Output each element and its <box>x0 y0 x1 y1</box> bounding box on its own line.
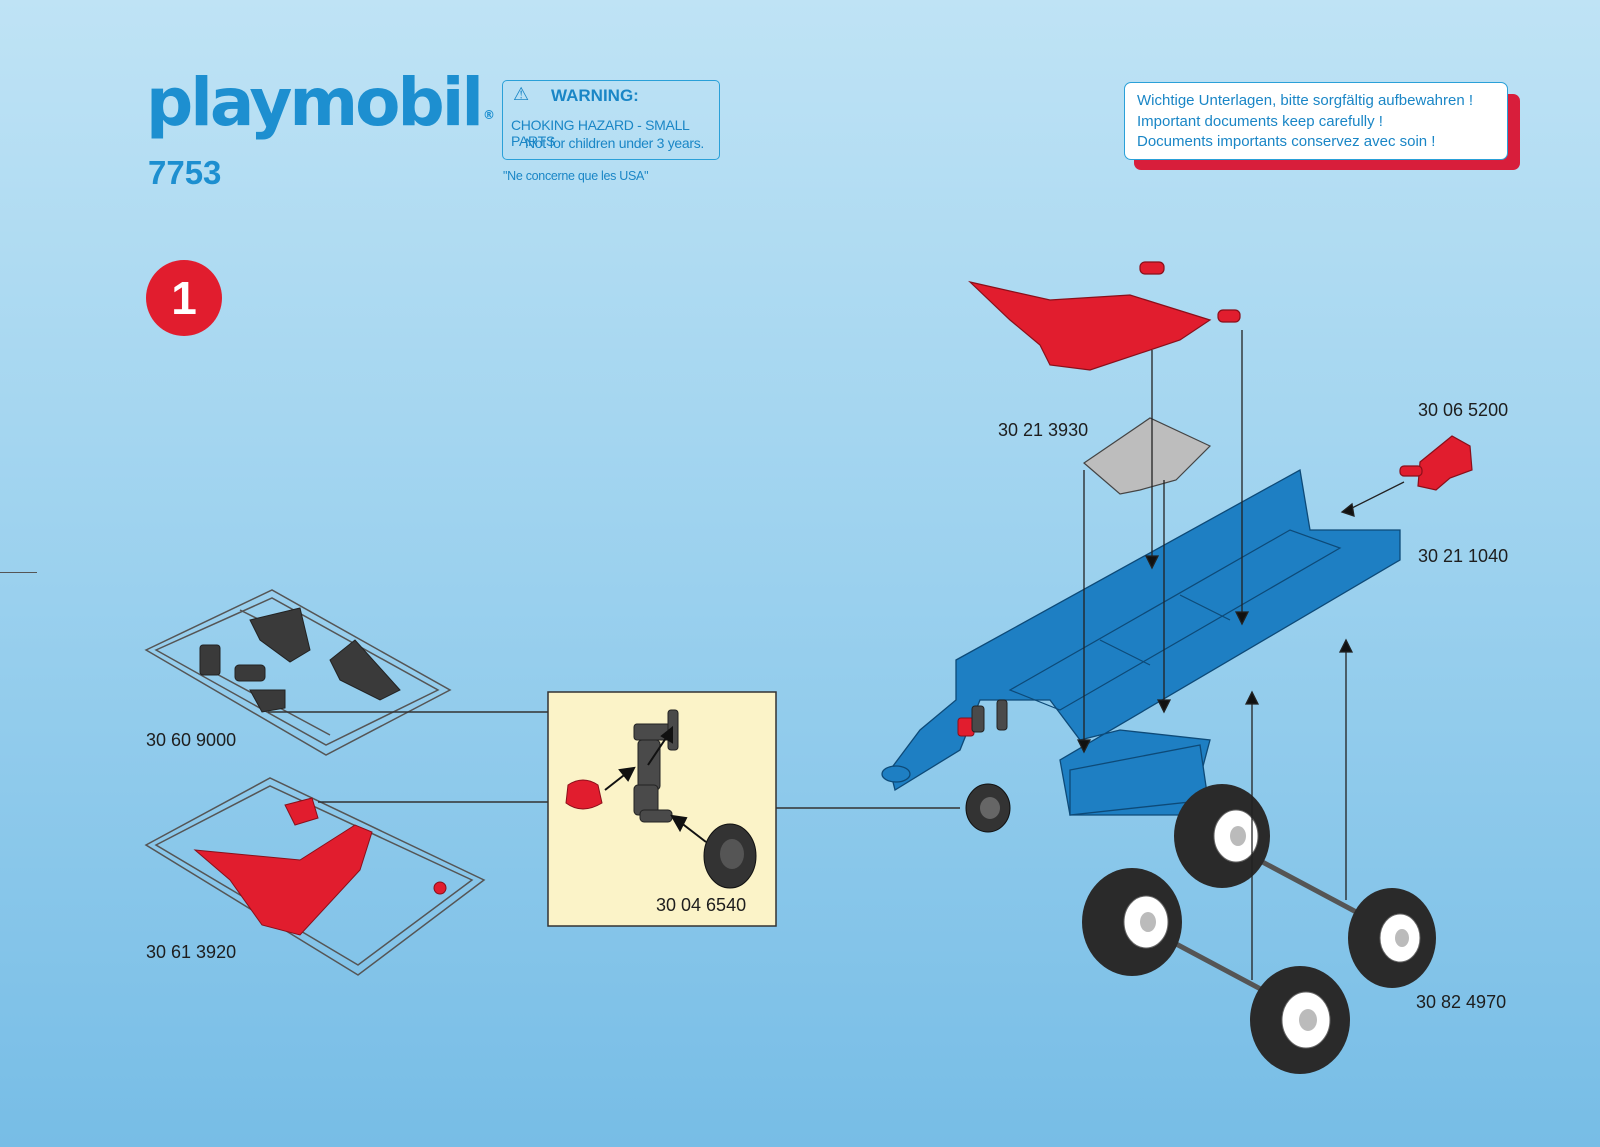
part-label-sprue-black: 30 60 9000 <box>146 730 237 750</box>
detail-arrows <box>604 725 707 843</box>
part-label-hitch: 30 06 5200 <box>1418 400 1509 420</box>
step-number-badge: 1 <box>146 260 222 336</box>
frame-details <box>1008 529 1342 711</box>
warning-triangle-icon: ⚠ <box>513 84 530 104</box>
red-hitch <box>1399 435 1473 491</box>
wheel-back-right <box>1348 888 1436 988</box>
red-parts <box>193 797 447 936</box>
model-number: 7753 <box>148 154 222 191</box>
warning-box: ⚠ WARNING: CHOKING HAZARD - SMALL PARTS … <box>502 80 720 160</box>
blue-trailer-frame <box>881 468 1401 816</box>
detail-red-clamp <box>565 779 603 810</box>
warning-title: WARNING: <box>551 86 639 105</box>
frame-jack <box>971 699 1008 733</box>
warning-line-2: Not for children under 3 years. <box>525 135 705 151</box>
part-label-frame: 30 21 1040 <box>1418 546 1509 566</box>
brand-name: playmobil <box>146 64 484 141</box>
notice-line-de: Wichtige Unterlagen, bitte sorgfältig au… <box>1137 92 1474 109</box>
grey-plate <box>1083 417 1212 495</box>
wheel-front-right <box>1250 966 1350 1074</box>
black-parts <box>199 607 401 713</box>
page-edge-tick <box>0 572 37 573</box>
wheel-set <box>1082 784 1436 1074</box>
notice-line-fr: Documents importants conservez avec soin… <box>1137 133 1436 150</box>
registered-mark: ® <box>483 108 496 122</box>
part-label-wheel-set: 30 82 4970 <box>1416 992 1507 1012</box>
assembly-guides <box>1076 330 1405 980</box>
top-red-ramp <box>968 261 1241 371</box>
part-label-sprue-red: 30 61 3920 <box>146 942 237 962</box>
notice-box: Wichtige Unterlagen, bitte sorgfältig au… <box>1124 82 1508 160</box>
warning-line-1: CHOKING HAZARD - SMALL PARTS <box>511 117 690 149</box>
detail-small-wheel <box>703 823 757 889</box>
part-label-top-ramp: 30 21 3930 <box>998 420 1089 440</box>
brand-logo: playmobil® <box>146 70 495 136</box>
part-label-small-wheel: 30 04 6540 <box>656 895 747 915</box>
wheel-front-left <box>1082 868 1182 976</box>
usa-note: "Ne concerne que les USA" <box>503 169 649 183</box>
notice-line-en: Important documents keep carefully ! <box>1137 112 1383 130</box>
front-small-wheel <box>965 783 1011 833</box>
wheel-back-left <box>1174 784 1270 888</box>
